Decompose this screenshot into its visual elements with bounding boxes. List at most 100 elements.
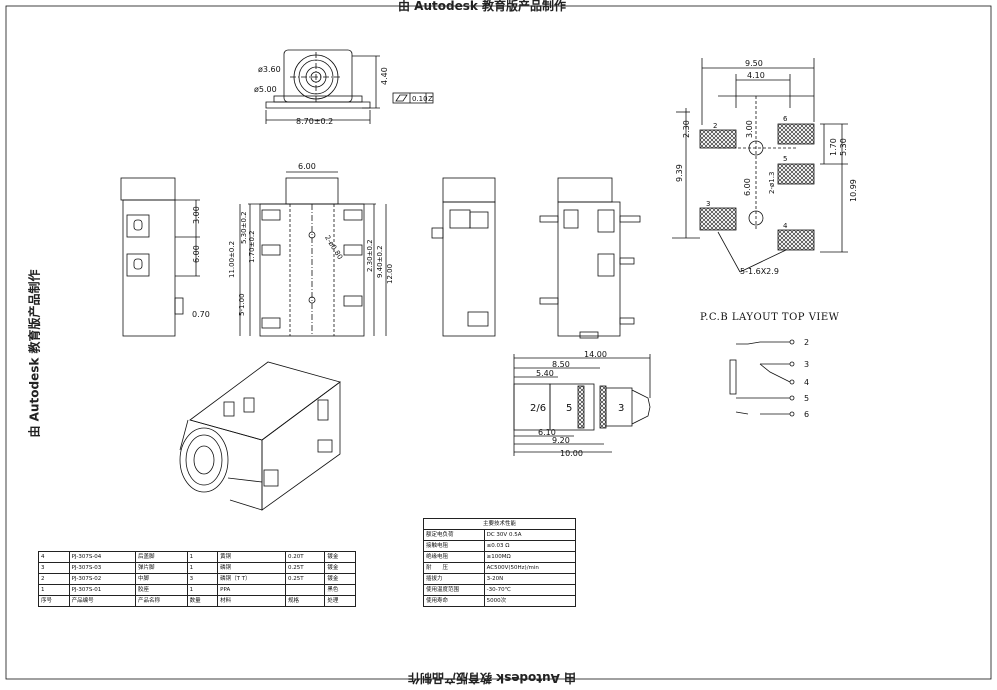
spec-key: 绝缘电阻 [423,551,485,563]
bom-cell: 中脚 [134,573,188,585]
pcb-d1: 2.30 [682,120,691,138]
bom-cell: 弹片脚 [134,562,188,574]
schematic-pin-2: 2 [804,338,809,347]
bom-header-cell: 数量 [186,595,219,607]
spec-value: 3-20N [483,573,577,585]
bom-cell: 4 [38,551,70,563]
bom-cell: 0.25T [284,562,326,574]
spec-key: 使用温度范围 [423,584,485,596]
pcb-d6: 6.00 [743,178,752,196]
pcb-d5: 9.39 [675,164,684,182]
spec-value: AC500V(50Hz)/min [483,562,577,574]
spec-key: 额定电负荷 [423,529,485,541]
bom-cell: PJ-307S-04 [68,551,136,563]
bom-cell: 黄铜 [217,551,286,563]
plug-len-total: 14.00 [584,350,607,359]
plug-seg-3: 3 [618,403,624,414]
bom-cell: 3 [38,562,70,574]
plug-seg-2: 5 [566,403,572,414]
pcb-d7: 10.99 [849,179,858,202]
bom-cell: 1 [186,551,219,563]
bom-header-cell: 材料 [217,595,286,607]
bom-cell: 胶座 [134,584,188,596]
section-hole-label: 2-ø0.80 [323,234,344,261]
bom-cell: PJ-307S-01 [68,584,136,596]
pcb-width-inner: 4.10 [747,71,765,80]
spec-title: 主要技术性能 [423,518,576,530]
watermark-left: 由 Autodesk 教育版产品制作 [27,269,42,438]
spec-key: 使用寿命 [423,595,485,607]
side-h1-label: 3.00 [192,206,201,224]
tolerance-ref: Z [428,95,433,103]
bom-cell: 2 [38,573,70,585]
pcb-pad-4: 4 [783,222,788,230]
section-h7-label: 2.30±0.2 [366,239,374,272]
front-d-outer-label: ø5.00 [254,85,277,94]
bom-cell: PJ-307S-02 [68,573,136,585]
section-h9-label: 12.00 [386,264,394,284]
plug-len-c: 6.10 [538,428,556,437]
jack-schematic [729,339,795,417]
spec-value: 5000次 [483,595,577,607]
schematic-pin-5: 5 [804,394,809,403]
spec-value: ≤0.03 Ω [483,540,577,552]
bom-cell: PPA [217,584,286,596]
bom-cell: 后盖脚 [134,551,188,563]
isometric-view [179,361,341,511]
pcb-pad-5: 5 [783,155,787,163]
right-side-view [431,177,496,337]
plug-len-d: 9.20 [552,436,570,445]
bom-cell: 1 [38,584,70,596]
bom-cell: 黑色 [324,584,356,596]
bom-header-row: 序号产品编号产品名称数量材料规格处理 [38,595,356,607]
pcb-pad-6: 6 [783,115,788,123]
pcb-hole: 2-ø1.3 [768,172,776,194]
section-h5-label: 1.70±0.2 [248,230,256,263]
bom-cell: 磷铜 [217,562,286,574]
watermark-top: 由 Autodesk 教育版产品制作 [398,0,567,13]
front-width-label: 8.70±0.2 [296,117,333,126]
schematic-pin-6: 6 [804,410,809,419]
pcb-pad-3: 3 [706,200,710,208]
front-d-inner-label: ø3.60 [258,65,281,74]
pcb-layout [672,58,848,273]
pcb-width-total: 9.50 [745,59,763,68]
watermark-bottom: 由 Autodesk 教育版产品制作 [408,671,577,685]
bom-cell: 1 [186,562,219,574]
pcb-slot: 5-1.6X2.9 [740,267,779,276]
bom-cell: 镀金 [324,562,356,574]
front-view [265,49,434,124]
bom-header-cell: 产品名称 [134,595,188,607]
section-top-width-label: 6.00 [298,162,316,171]
bom-cell [284,584,326,596]
bom-cell: 镀金 [324,573,356,585]
plug-len-a: 8.50 [552,360,570,369]
spec-key: 插拔力 [423,573,485,585]
bom-cell: 磷铜（T T） [217,573,286,585]
section-h4-label: 5.30±0.2 [240,211,248,244]
side-h2-label: 6.00 [192,245,201,263]
bom-cell: 0.20T [284,551,326,563]
bom-cell: PJ-307S-03 [68,562,136,574]
pcb-d2: 3.00 [745,120,754,138]
spec-key: 接触电阻 [423,540,485,552]
bom-header-cell: 产品编号 [68,595,136,607]
left-side-view [120,177,200,337]
section-h6-label: 5-1.00 [238,293,246,316]
pcb-layout-title: P.C.B LAYOUT TOP VIEW [700,312,840,323]
plug-len-b: 5.40 [536,369,554,378]
sheet-border [5,5,992,680]
spec-value: DC 30V 0.5A [483,529,577,541]
spec-value: ≥100MΩ [483,551,577,563]
bom-cell: 3 [186,573,219,585]
bom-header-cell: 处理 [324,595,356,607]
section-h3-label: 11.00±0.2 [228,241,236,278]
